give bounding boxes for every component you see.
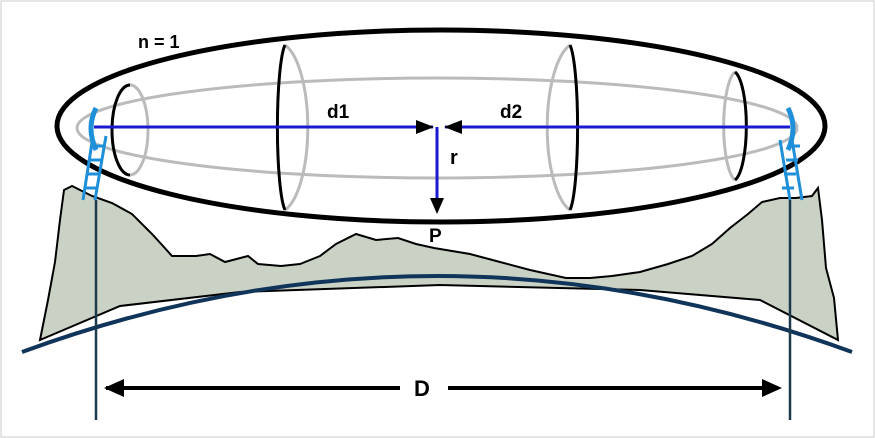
distance-d-label: D <box>414 376 430 401</box>
fresnel-zone-number-label: n = 1 <box>138 32 180 52</box>
fresnel-zone-ellipse <box>54 27 828 225</box>
d1-label: d1 <box>327 102 350 123</box>
terrain <box>38 184 840 342</box>
point-p-label: P <box>429 226 442 247</box>
section-1-front <box>110 83 131 177</box>
right-antenna-tower <box>778 106 804 201</box>
left-antenna-tower <box>81 106 108 201</box>
d1-arrowhead <box>416 120 434 134</box>
distance-arrowhead-right <box>762 379 782 397</box>
d2-arrowhead <box>444 120 462 134</box>
earth-curvature <box>21 274 853 354</box>
radius-label: r <box>450 147 458 169</box>
distance-arrowhead-left <box>104 379 124 397</box>
radius-arrowhead <box>430 198 444 214</box>
d2-label: d2 <box>500 102 522 123</box>
section-1-back <box>129 83 150 177</box>
